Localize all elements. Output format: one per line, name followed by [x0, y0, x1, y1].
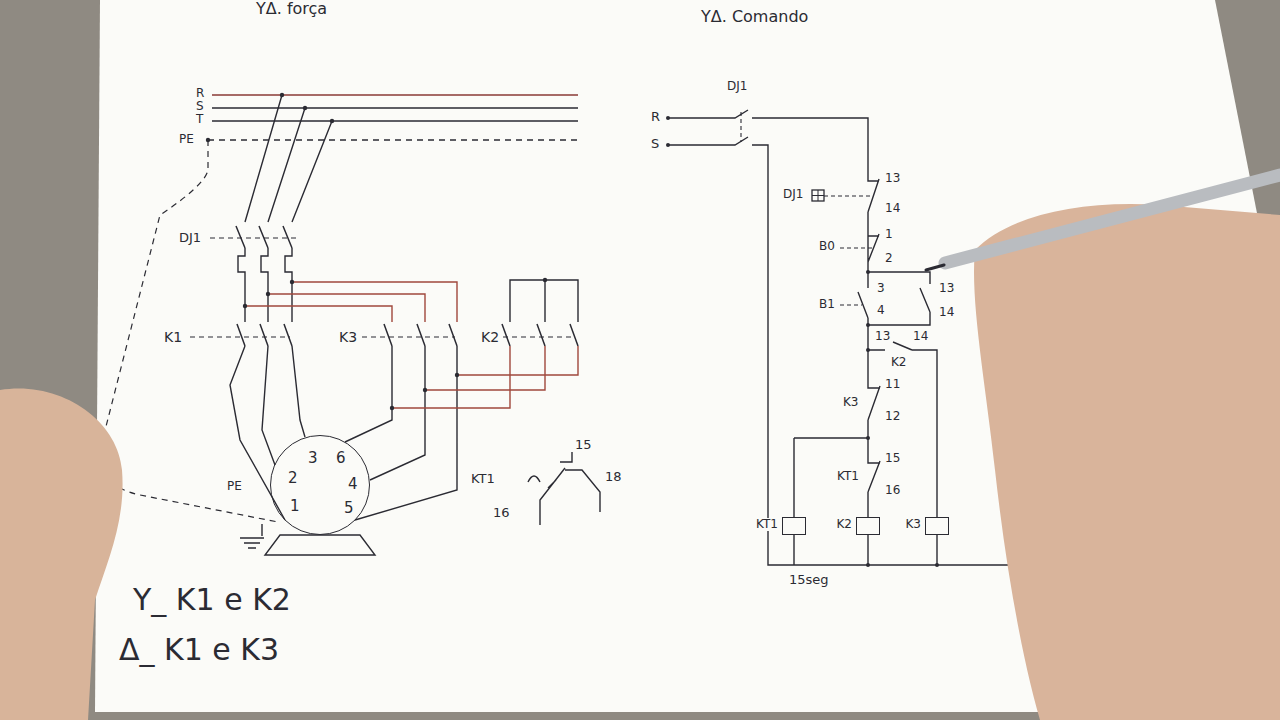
wire-label: DJ1: [178, 231, 202, 245]
phase-line: [212, 94, 578, 95]
terminal-number: 6: [335, 450, 347, 467]
mechanical-link: [740, 112, 741, 142]
terminal-dot: [666, 116, 670, 120]
wire-label: KT1: [470, 472, 496, 486]
thermal-symbol: [812, 190, 824, 201]
timer-contact: [528, 452, 600, 525]
control-wire: [858, 262, 937, 517]
wire-label: 13: [884, 172, 901, 185]
mechanical-link: [190, 336, 575, 337]
earth-wire: [100, 140, 279, 522]
wire-label: K1: [163, 330, 183, 345]
wire-label: Y_ K1 e K2: [132, 583, 292, 616]
wire-label: Δ_ K1 e K3: [118, 633, 280, 666]
motor-base: [265, 535, 375, 555]
breaker-contact: [236, 226, 292, 248]
pen-tip: [926, 265, 944, 270]
terminal-number: 2: [287, 470, 299, 487]
wire-label: KT1: [836, 470, 860, 483]
terminal-number: 1: [289, 498, 301, 515]
mechanical-link: [210, 237, 300, 238]
junction-dots: [866, 270, 939, 567]
contactor-contact: [237, 324, 578, 346]
phase-line: [212, 108, 578, 121]
coil-return: [794, 535, 937, 565]
wire-label: 12: [884, 410, 901, 423]
coil-label: K3: [904, 518, 922, 531]
wire-label: 2: [884, 252, 894, 265]
wire-label: 15: [884, 452, 901, 465]
wire-label: S: [650, 137, 660, 151]
wire-label: 14: [912, 330, 929, 343]
wire-label: YΔ. Comando: [700, 8, 809, 26]
terminal-number: 3: [307, 450, 319, 467]
feed-wire: [245, 95, 332, 222]
terminal-dot: [666, 143, 670, 147]
wire-label: K2: [480, 330, 500, 345]
wire-label: 14: [884, 202, 901, 215]
star-bridge: [510, 280, 578, 322]
junction-dots: [206, 93, 547, 410]
wire-label: PE: [226, 480, 243, 493]
coil-box: K3: [925, 517, 949, 535]
wire-label: 3: [876, 282, 886, 295]
motor-circle: 2364 1 5: [270, 435, 370, 535]
motor-wire: [230, 346, 457, 520]
terminal-number: 5: [343, 500, 355, 517]
wire-label: 16: [492, 506, 511, 520]
wire-label: 16: [884, 484, 901, 497]
hand: [974, 204, 1280, 720]
coil-label: KT1: [755, 518, 779, 531]
link-wire: [392, 346, 578, 408]
wire-label: R: [195, 87, 205, 100]
wire-label: 13: [938, 282, 955, 295]
terminal-number: 4: [347, 476, 359, 493]
thermal-element: [238, 248, 292, 322]
ground-symbol: [240, 524, 264, 548]
wire-label: DJ1: [782, 188, 804, 201]
wire-label: 15seg: [788, 573, 830, 587]
control-wire: [794, 385, 880, 517]
wire-label: YΔ. força: [255, 0, 328, 18]
wire-label: T: [195, 113, 204, 126]
bus-wire: [245, 282, 457, 322]
hand: [0, 388, 123, 720]
wire-label: K2: [890, 356, 908, 369]
coil-box: K2: [856, 517, 880, 535]
pen: [945, 175, 1280, 263]
thermal-symbol: [812, 190, 824, 201]
wire-label: DJ1: [726, 80, 748, 93]
wire-label: S: [195, 100, 205, 113]
coil-box: KT1: [782, 517, 806, 535]
wire-label: 15: [574, 438, 593, 452]
wire-label: K3: [338, 330, 358, 345]
wire-label: B0: [818, 240, 836, 253]
wire-label: PE: [178, 133, 195, 146]
wire-label: R: [650, 110, 661, 124]
wire-label: 1: [884, 228, 894, 241]
wire-label: 13: [874, 330, 891, 343]
wire-label: K3: [842, 396, 860, 409]
wire-label: 14: [938, 306, 955, 319]
nc-contact: [868, 178, 879, 262]
wire-label: 4: [876, 304, 886, 317]
earth-line: [208, 139, 580, 140]
coil-label: K2: [835, 518, 853, 531]
wire-label: B1: [818, 298, 836, 311]
wire-label: 18: [604, 470, 623, 484]
wire-label: 11: [884, 378, 901, 391]
